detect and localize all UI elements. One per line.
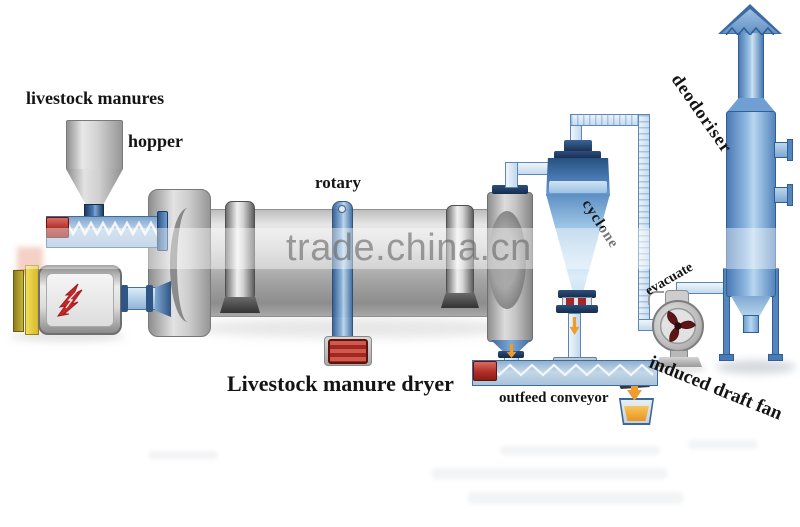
fan-pedestal-stem: [670, 350, 688, 358]
ghost-text-artifact: [500, 446, 660, 455]
outfeed-conveyor-label: outfeed conveyor: [499, 390, 609, 406]
infeed-drum-flange: [157, 211, 168, 251]
gearbox: [328, 339, 368, 364]
ghost-text-artifact: [432, 468, 667, 479]
cyclone-top-plate: [554, 151, 601, 159]
product-arrow-icon: [627, 390, 642, 401]
cyclone-light-band: [549, 181, 607, 193]
inlet-head-crescent: [170, 208, 206, 322]
riding-ring-foot: [220, 297, 260, 313]
deodoriser-outlet: [743, 315, 759, 333]
deodoriser-nozzle-cap: [787, 184, 793, 206]
fan-blades-icon: [659, 307, 697, 345]
hopper-top: [66, 120, 123, 170]
drum-shadow: [192, 318, 522, 338]
deodoriser-nozzle: [774, 142, 788, 158]
riding-ring: [225, 201, 255, 301]
outfeed-screw-zigzag-icon: [476, 363, 654, 377]
fan-scroll-arc: [648, 291, 664, 305]
burner-panel: [46, 273, 114, 327]
cyclone-valve-dot: [566, 298, 574, 305]
burner-pipe-cone: [155, 281, 171, 317]
drum-end-cap: [488, 211, 526, 309]
infeed-end-cap: [46, 217, 69, 238]
deodoriser-nozzle-cap: [787, 139, 793, 161]
hopper-label: hopper: [128, 131, 184, 151]
material-down-arrow-icon: [506, 344, 517, 358]
deodoriser-nozzle: [774, 187, 788, 203]
hopper-funnel: [66, 169, 123, 206]
rotary-drive-band: [332, 201, 353, 343]
rotary-label: rotary: [315, 173, 361, 192]
burner-pipe-flange: [146, 285, 153, 312]
deodoriser-foot: [768, 354, 783, 361]
deodoriser-shoulder: [726, 98, 776, 113]
deodoriser-foot: [719, 354, 734, 361]
burner-yellow-bar: [25, 265, 39, 335]
ghost-text-artifact: [468, 492, 683, 504]
deodoriser-body: [726, 111, 776, 297]
page-title: Livestock manure dryer: [227, 371, 454, 396]
cyclone-valve-flange-top: [558, 290, 596, 298]
cyclone-valve-dot: [578, 298, 586, 305]
deodoriser-serration-icon: [726, 27, 774, 35]
rotary-band-hole: [338, 205, 346, 213]
riding-ring: [446, 205, 474, 297]
outfeed-end-cap: [473, 361, 497, 381]
cyclone-valve-flange-bottom: [556, 305, 598, 313]
watermark-text: trade.china.cn: [286, 227, 532, 269]
burner-pipe-flange: [121, 285, 128, 312]
deodoriser-shadow: [716, 360, 796, 374]
deodoriser-neck: [738, 31, 764, 100]
product-arrow-stem: [631, 383, 638, 391]
deodoriser-cone: [731, 296, 771, 317]
watermark-band: [0, 228, 800, 269]
material-down-arrow-icon: [569, 317, 580, 335]
ghost-text-artifact: [148, 451, 218, 459]
ghost-text-artifact: [688, 440, 758, 449]
fan-shadow: [650, 364, 706, 373]
feed-label: livestock manures: [26, 88, 165, 108]
burner-olive-bar: [13, 270, 24, 332]
product-bucket-fill: [624, 406, 649, 421]
riding-ring-foot: [441, 293, 479, 308]
outfeed-screw-conveyor: [472, 360, 658, 386]
flame-icon: [56, 283, 83, 317]
discharge-top-flange: [492, 185, 528, 194]
pipe-discharge-riser: [505, 162, 518, 188]
fan-pedestal-base: [656, 357, 702, 367]
cyclone-top-cap: [564, 140, 592, 152]
